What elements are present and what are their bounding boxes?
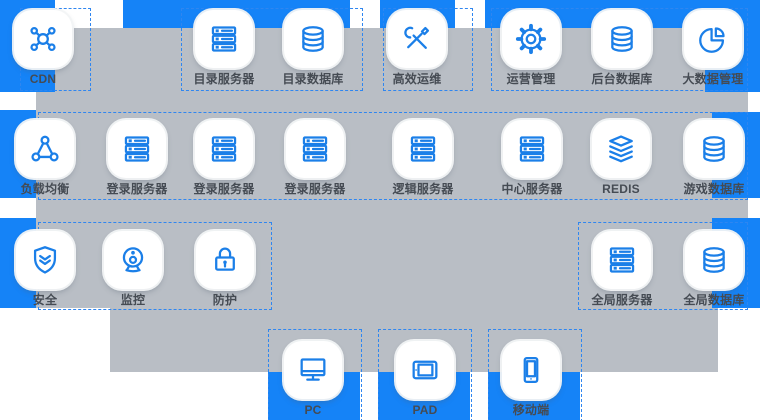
- efficient-ops-tile: [388, 10, 446, 68]
- node-backend-database: 后台数据库: [584, 10, 660, 87]
- load-balancer-label: 负载均衡: [20, 182, 70, 196]
- global-database-label: 全局数据库: [683, 293, 745, 307]
- node-load-balancer: 负载均衡: [7, 120, 83, 197]
- server-icon: [120, 132, 154, 166]
- node-pad: PAD: [387, 341, 463, 418]
- node-global-database: 全局数据库: [676, 231, 752, 308]
- group-dashed-box: [181, 8, 363, 91]
- mobile-label: 移动端: [512, 403, 550, 417]
- database-icon: [605, 22, 639, 56]
- monitoring-label: 监控: [120, 293, 146, 307]
- global-database-tile: [685, 231, 743, 289]
- game-database-label: 游戏数据库: [683, 182, 745, 196]
- pad-label: PAD: [412, 403, 438, 417]
- node-monitoring: 监控: [95, 231, 171, 308]
- group-dashed-box: [383, 8, 473, 91]
- node-global-server: 全局服务器: [584, 231, 660, 308]
- tools-icon: [400, 22, 434, 56]
- pc-tile: [284, 341, 342, 399]
- global-server-tile: [593, 231, 651, 289]
- directory-database-tile: [284, 10, 342, 68]
- load-balance-icon: [28, 132, 62, 166]
- database-icon: [697, 243, 731, 277]
- node-game-database: 游戏数据库: [676, 120, 752, 197]
- pad-tile: [396, 341, 454, 399]
- node-redis: REDIS: [583, 120, 659, 197]
- cdn-tile: [14, 10, 72, 68]
- webcam-icon: [116, 243, 150, 277]
- database-icon: [697, 132, 731, 166]
- gear-icon: [514, 22, 548, 56]
- login-server-2-tile: [195, 120, 253, 178]
- backend-database-label: 后台数据库: [591, 72, 653, 86]
- node-protection: 防护: [187, 231, 263, 308]
- node-cdn: CDN: [5, 10, 81, 87]
- logic-server-label: 逻辑服务器: [392, 182, 454, 196]
- group-dashed-box: [578, 222, 748, 310]
- login-server-1-label: 登录服务器: [106, 182, 168, 196]
- logic-server-tile: [394, 120, 452, 178]
- cdn-label: CDN: [29, 72, 57, 86]
- group-dashed-box: [268, 329, 362, 420]
- backend-database-tile: [593, 10, 651, 68]
- node-mobile: 移动端: [493, 341, 569, 418]
- pc-monitor-icon: [296, 353, 330, 387]
- security-label: 安全: [32, 293, 58, 307]
- login-server-2-label: 登录服务器: [193, 182, 255, 196]
- node-efficient-ops: 高效运维: [379, 10, 455, 87]
- server-icon: [406, 132, 440, 166]
- center-server-tile: [503, 120, 561, 178]
- directory-server-label: 目录服务器: [193, 72, 255, 86]
- group-dashed-box: [491, 8, 748, 91]
- shield-icon: [28, 243, 62, 277]
- node-directory-database: 目录数据库: [275, 10, 351, 87]
- tablet-icon: [408, 353, 442, 387]
- server-icon: [207, 22, 241, 56]
- server-icon: [605, 243, 639, 277]
- node-bigdata-management: 大数据管理: [675, 10, 751, 87]
- node-center-server: 中心服务器: [494, 120, 570, 197]
- global-server-label: 全局服务器: [591, 293, 653, 307]
- node-logic-server: 逻辑服务器: [385, 120, 461, 197]
- bigdata-management-label: 大数据管理: [682, 72, 744, 86]
- operations-management-label: 运营管理: [506, 72, 556, 86]
- redis-label: REDIS: [602, 182, 640, 196]
- node-security: 安全: [7, 231, 83, 308]
- database-icon: [296, 22, 330, 56]
- mobile-tile: [502, 341, 560, 399]
- directory-database-label: 目录数据库: [282, 72, 344, 86]
- node-login-server-2: 登录服务器: [186, 120, 262, 197]
- node-operations-management: 运营管理: [493, 10, 569, 87]
- security-tile: [16, 231, 74, 289]
- protection-tile: [196, 231, 254, 289]
- load-balancer-tile: [16, 120, 74, 178]
- directory-server-tile: [195, 10, 253, 68]
- center-server-label: 中心服务器: [501, 182, 563, 196]
- login-server-3-label: 登录服务器: [284, 182, 346, 196]
- server-icon: [515, 132, 549, 166]
- monitoring-tile: [104, 231, 162, 289]
- network-icon: [26, 22, 60, 56]
- node-login-server-1: 登录服务器: [99, 120, 175, 197]
- login-server-1-tile: [108, 120, 166, 178]
- phone-icon: [514, 353, 548, 387]
- game-database-tile: [685, 120, 743, 178]
- login-server-3-tile: [286, 120, 344, 178]
- server-icon: [298, 132, 332, 166]
- node-login-server-3: 登录服务器: [277, 120, 353, 197]
- protection-label: 防护: [212, 293, 238, 307]
- operations-management-tile: [502, 10, 560, 68]
- group-dashed-box: [488, 329, 582, 420]
- layers-icon: [604, 132, 638, 166]
- group-dashed-box: [378, 329, 472, 420]
- efficient-ops-label: 高效运维: [392, 72, 442, 86]
- node-pc: PC: [275, 341, 351, 418]
- server-icon: [207, 132, 241, 166]
- node-directory-server: 目录服务器: [186, 10, 262, 87]
- redis-tile: [592, 120, 650, 178]
- pie-chart-icon: [696, 22, 730, 56]
- bigdata-management-tile: [684, 10, 742, 68]
- lock-icon: [208, 243, 242, 277]
- pc-label: PC: [304, 403, 322, 417]
